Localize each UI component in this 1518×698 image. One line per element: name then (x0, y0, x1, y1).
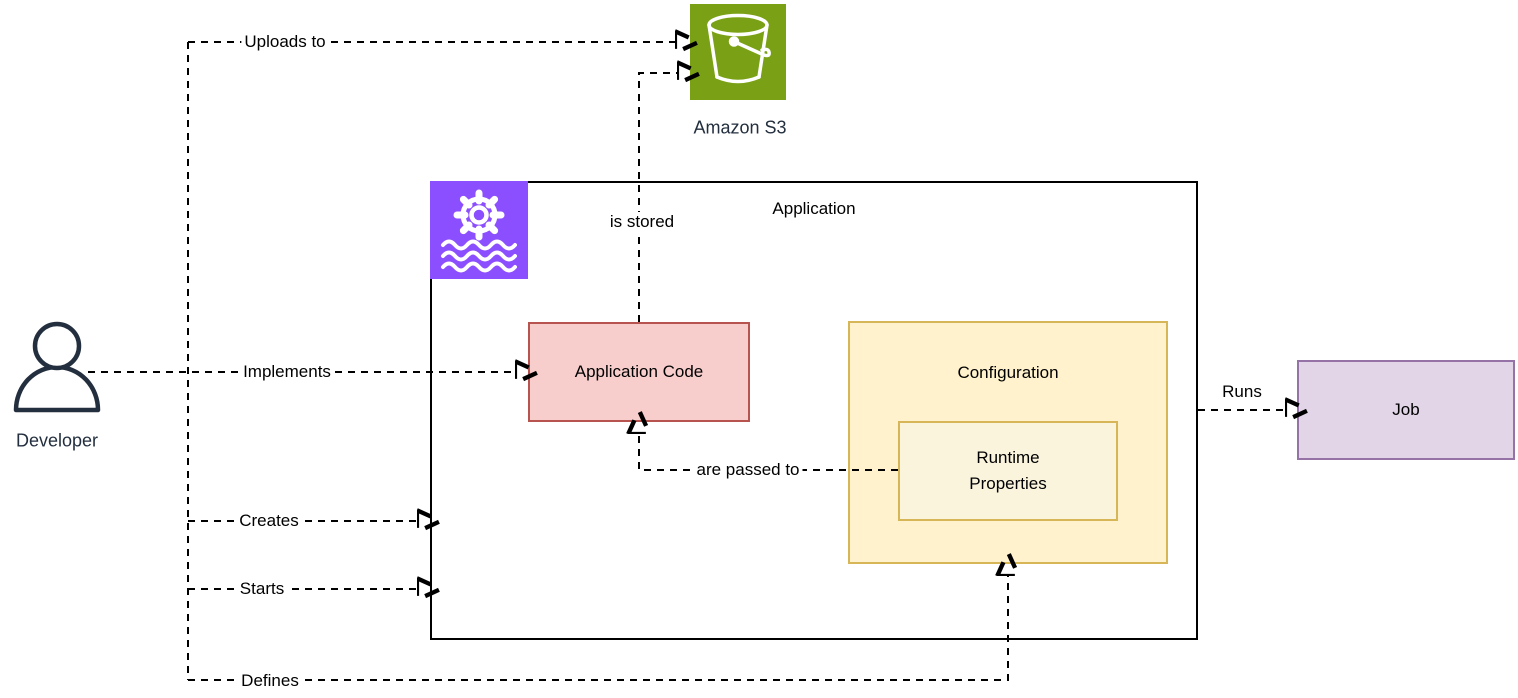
edge-label-uploads-to: Uploads to (241, 32, 329, 52)
runtime-properties-label: Runtime Properties (969, 447, 1047, 493)
edge-label-are-passed-to: are passed to (693, 460, 803, 480)
application-code-label: Application Code (574, 362, 704, 381)
managed-flink-icon (430, 181, 528, 279)
edge-label-runs: Runs (1219, 382, 1265, 402)
edge-label-starts: Starts (236, 579, 288, 599)
job-label: Job (1392, 400, 1420, 419)
edge-label-creates: Creates (236, 511, 302, 531)
application-title: Application (772, 199, 856, 218)
application-code-node: Application Code (528, 322, 750, 422)
s3-bucket-icon (690, 4, 786, 100)
amazon-s3-label: Amazon S3 (693, 117, 787, 138)
runtime-properties-node: Runtime Properties (898, 421, 1118, 521)
developer-person-icon (11, 318, 103, 414)
developer-label: Developer (15, 430, 99, 451)
job-node: Job (1297, 360, 1515, 460)
edge-label-implements: Implements (240, 362, 334, 382)
edge-label-is-stored: is stored (606, 212, 678, 232)
edge-label-defines: Defines (238, 671, 302, 691)
configuration-title: Configuration (957, 363, 1059, 382)
